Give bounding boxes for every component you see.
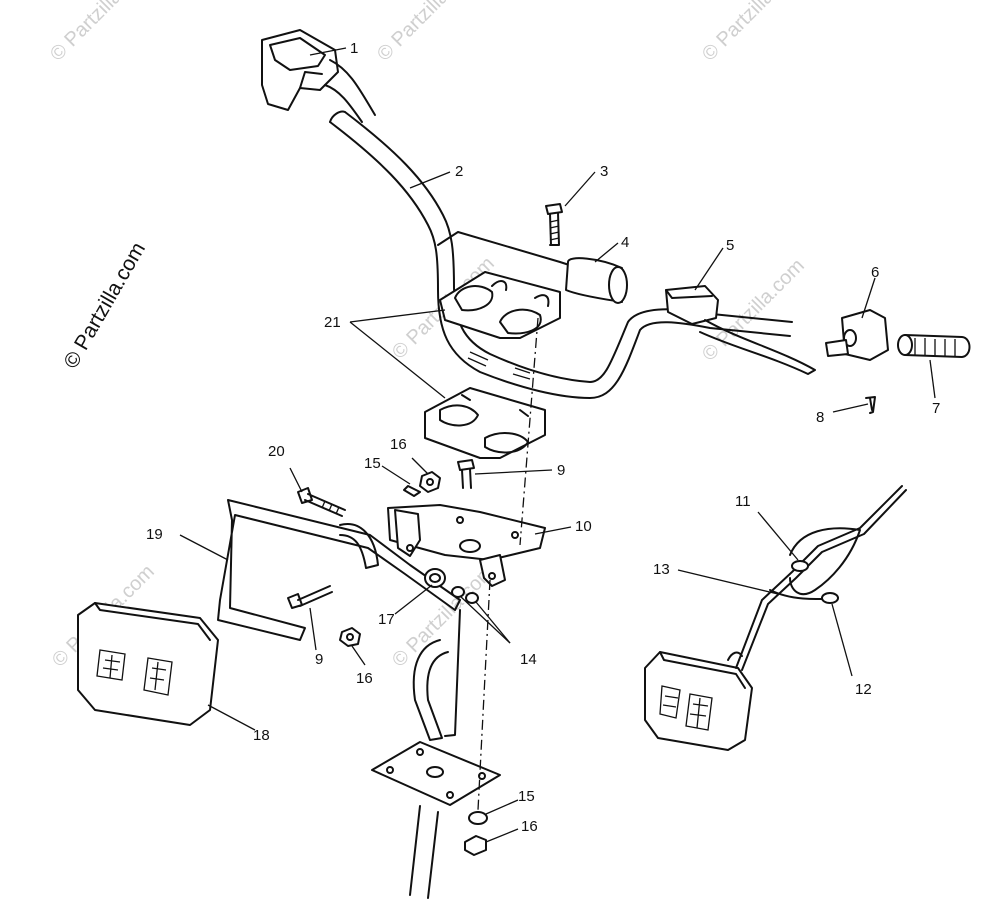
handlebar-clamp-lower <box>424 387 546 459</box>
washer-part <box>403 485 421 497</box>
handlebar-clamp-upper <box>439 271 561 339</box>
bolt-part <box>545 203 563 246</box>
callout-2: 2 <box>455 163 463 180</box>
callout-13: 13 <box>653 561 670 578</box>
callout-18: 18 <box>253 727 270 744</box>
callout-16-stem: 16 <box>521 818 538 835</box>
callout-16: 16 <box>390 436 407 453</box>
callout-21: 21 <box>324 314 341 331</box>
callout-10: 10 <box>575 518 592 535</box>
callout-14: 14 <box>520 651 537 668</box>
handlebar-grip-part <box>897 334 971 358</box>
callout-16-guard: 16 <box>356 670 373 687</box>
callout-6: 6 <box>871 264 879 281</box>
nut-part <box>339 627 361 647</box>
watermark: © Partzilla.com <box>46 0 157 66</box>
leader-lines <box>179 47 936 843</box>
nut-part <box>464 835 487 856</box>
stem-plate-part <box>371 741 501 899</box>
nut-part <box>419 471 441 493</box>
callout-5: 5 <box>726 237 734 254</box>
guard-bolt-part <box>287 585 333 609</box>
callout-20: 20 <box>268 443 285 460</box>
headlight-right-part <box>644 651 753 751</box>
spacer-part <box>424 568 446 588</box>
callout-15-stem: 15 <box>518 788 535 805</box>
bar-pad-part <box>565 257 628 304</box>
throttle-housing-part <box>825 309 889 361</box>
long-bolt-part <box>297 487 346 517</box>
callout-8: 8 <box>816 409 824 426</box>
washer-part <box>468 811 488 825</box>
screw-part <box>865 396 876 414</box>
callout-7: 7 <box>932 400 940 417</box>
callout-4: 4 <box>621 234 629 251</box>
watermark: © Partzilla.com <box>698 0 809 66</box>
watermark: © Partzilla.com <box>373 0 484 66</box>
mount-bolt-part <box>457 459 475 489</box>
brake-lever-part <box>665 285 816 375</box>
callout-3: 3 <box>600 163 608 180</box>
callout-12: 12 <box>855 681 872 698</box>
master-cylinder-part <box>261 29 376 123</box>
headlight-mount-plate <box>387 504 546 587</box>
callout-1: 1 <box>350 40 358 57</box>
wiring-harness-part <box>727 485 907 671</box>
callout-17: 17 <box>378 611 395 628</box>
callout-15: 15 <box>364 455 381 472</box>
callout-11: 11 <box>735 493 751 510</box>
callout-9: 9 <box>557 462 565 479</box>
washer-pair-part <box>451 586 479 604</box>
callout-9-guard: 9 <box>315 651 323 668</box>
copyright-text: © Partzilla.com <box>59 238 150 372</box>
headlight-left-part <box>77 602 219 726</box>
assembly-centerline <box>477 317 539 811</box>
callout-labels: 1 2 3 4 5 6 7 8 9 10 11 12 13 14 15 16 1… <box>146 40 940 835</box>
callout-19: 19 <box>146 526 163 543</box>
